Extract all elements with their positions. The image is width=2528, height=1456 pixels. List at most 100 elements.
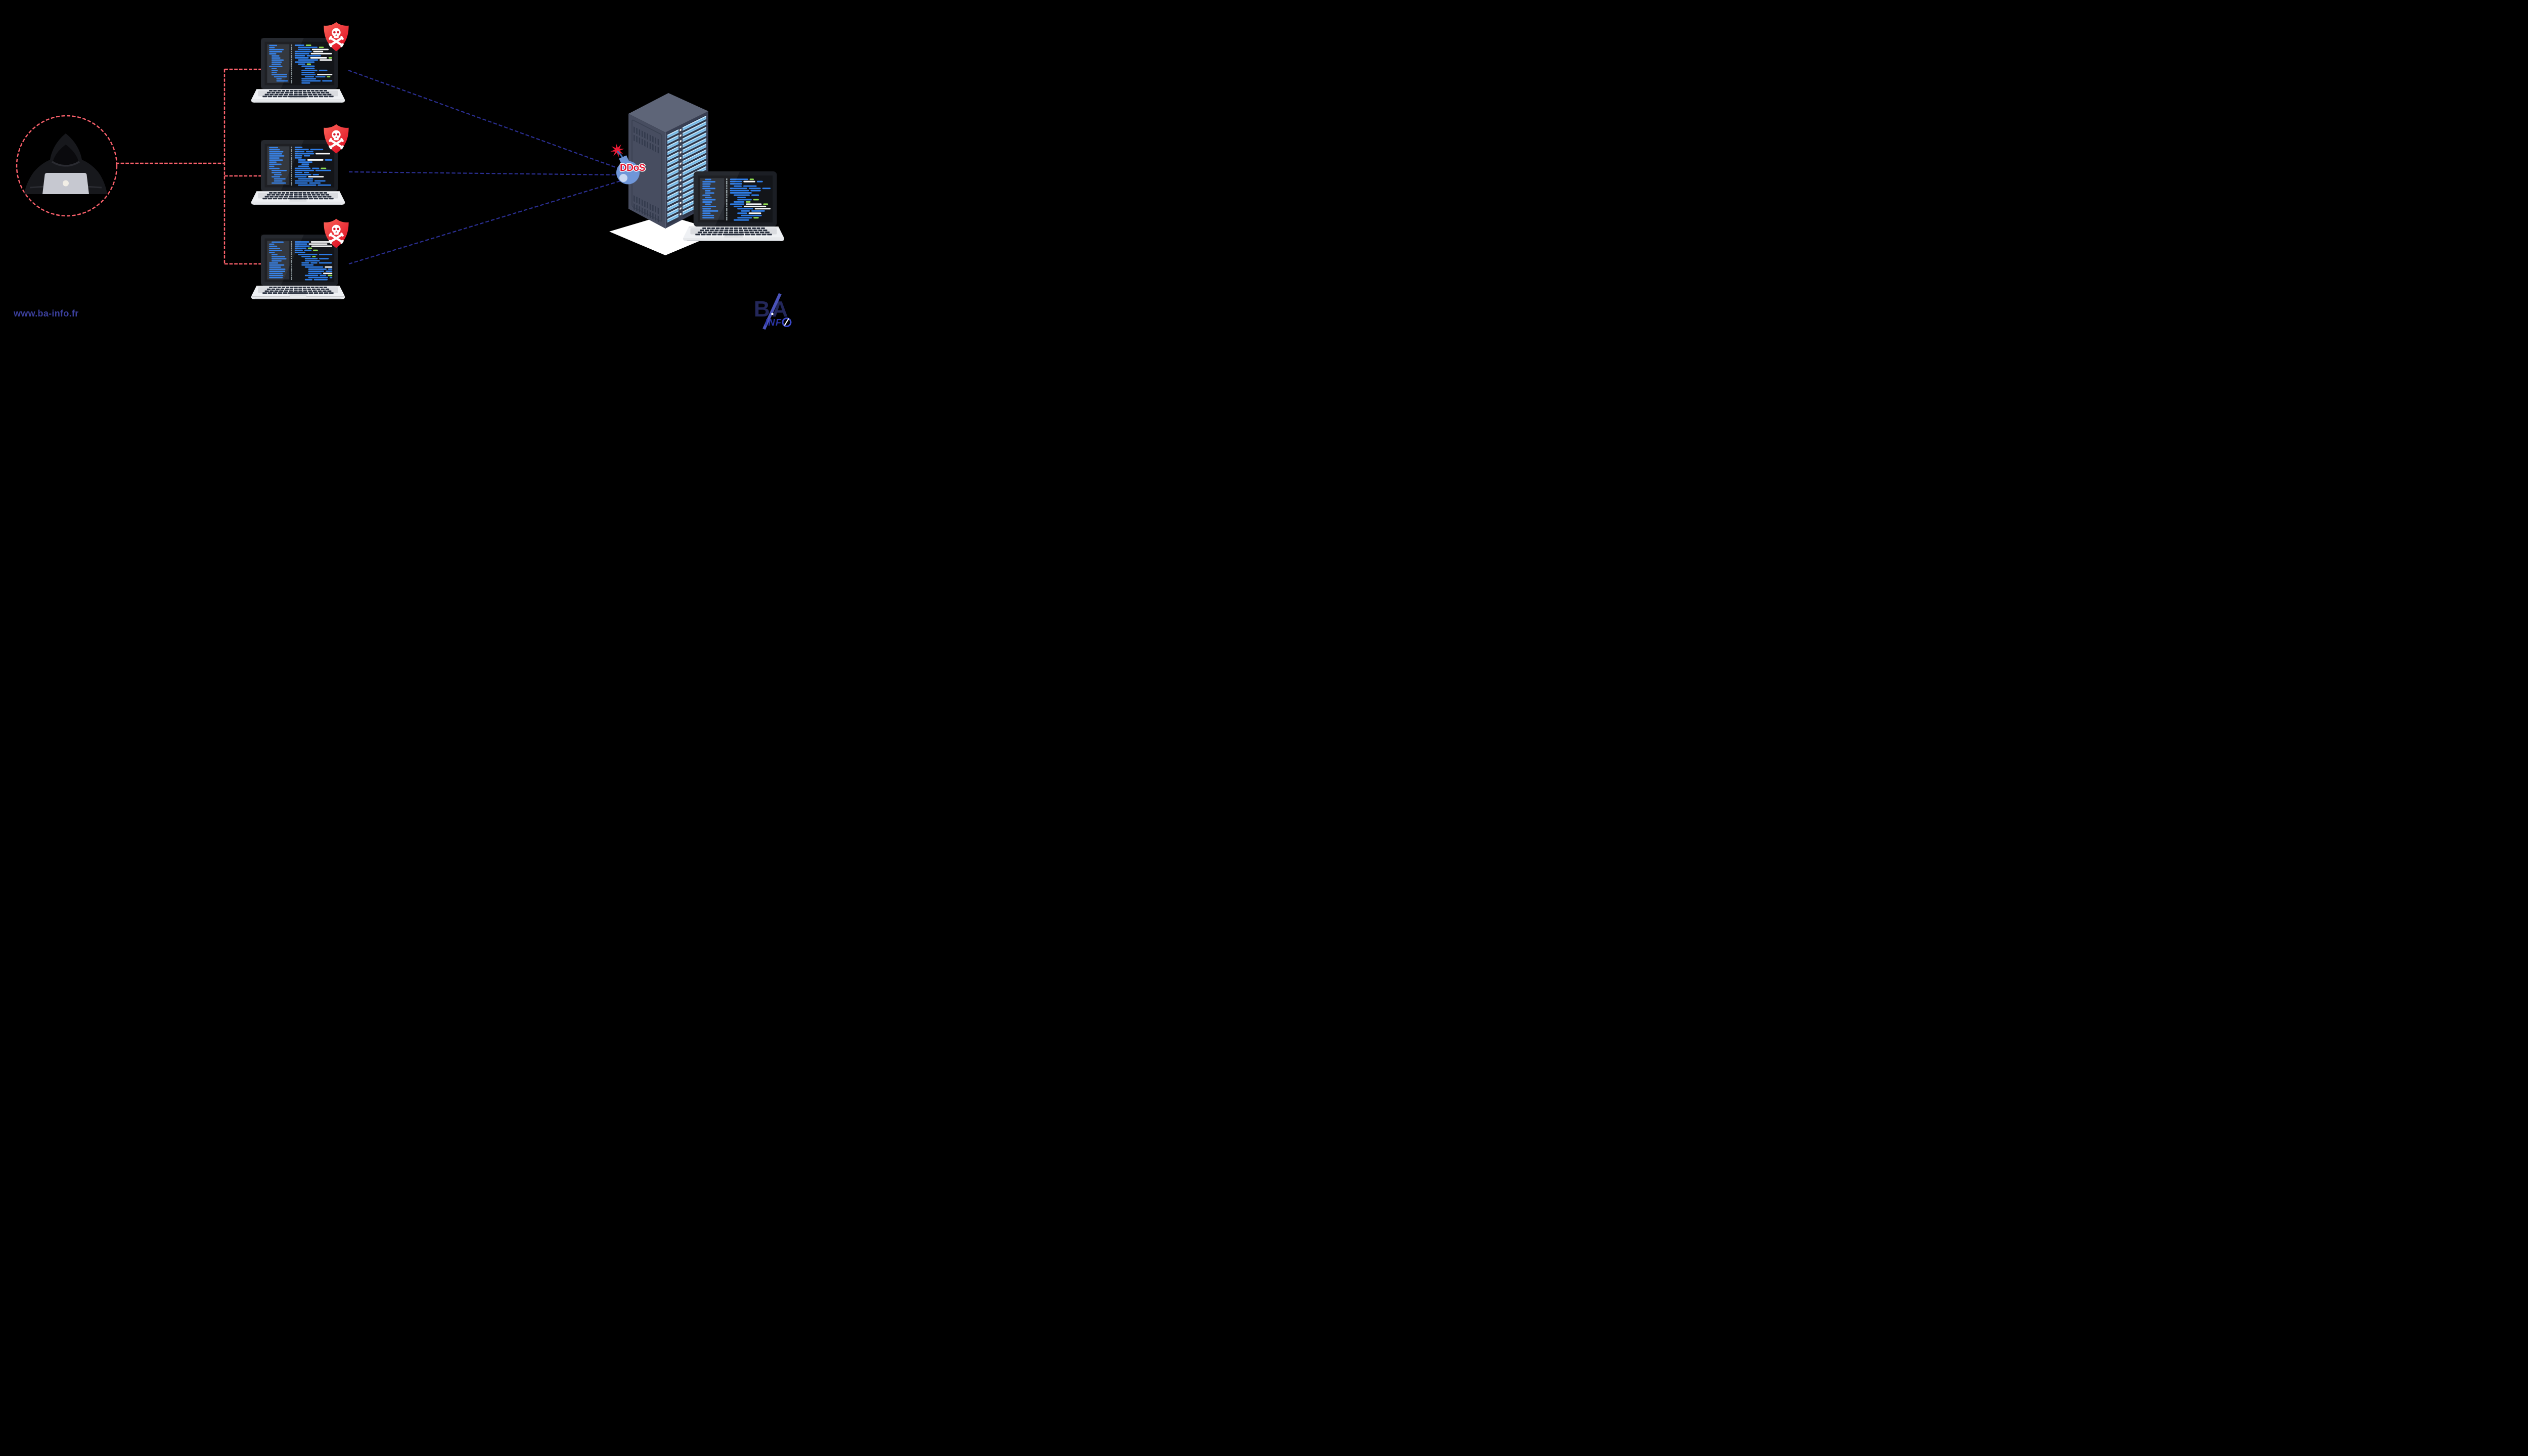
key — [313, 292, 319, 294]
key — [306, 89, 310, 92]
key — [319, 96, 324, 98]
key — [695, 234, 700, 236]
logo-o-gleam — [784, 318, 789, 326]
line-number — [291, 55, 293, 57]
key — [734, 228, 738, 230]
line-number — [726, 190, 728, 192]
speaker-grille-left — [690, 228, 703, 235]
key — [298, 290, 303, 292]
line-number-gutter — [291, 241, 293, 281]
key — [289, 94, 293, 96]
code-line — [271, 260, 282, 262]
attack-link-1 — [348, 69, 620, 170]
vent-slit — [641, 199, 643, 206]
line-number — [291, 255, 293, 257]
code-line — [269, 250, 282, 251]
key — [724, 230, 729, 232]
key — [303, 194, 307, 196]
deck-hinge-line — [256, 89, 340, 90]
code-line — [269, 243, 275, 245]
code-line — [702, 185, 710, 187]
code-line — [294, 51, 312, 53]
ddos-attack-diagram: DDoS www.ba-info.fr BA INF — [0, 0, 793, 330]
spacebar-key — [290, 292, 306, 294]
code-line — [702, 199, 716, 201]
code-line — [315, 153, 330, 155]
key — [700, 230, 704, 232]
code-line — [751, 210, 765, 212]
code-line — [274, 178, 286, 180]
key — [312, 196, 317, 198]
code-line — [271, 172, 282, 173]
speaker-grille-right — [327, 287, 338, 293]
key — [278, 198, 283, 200]
line-number — [726, 194, 728, 196]
code-line — [269, 266, 281, 268]
code-line — [319, 69, 328, 71]
vent-grilles — [634, 126, 659, 222]
code-line — [705, 190, 711, 192]
laptop-code-icon — [251, 140, 345, 205]
line-number — [726, 201, 728, 203]
screen-sheen — [260, 38, 304, 89]
code-line — [323, 272, 333, 275]
code-line — [269, 165, 275, 167]
vent-slit — [636, 127, 638, 135]
rack-unit — [667, 155, 706, 178]
key — [286, 89, 290, 92]
key — [267, 96, 273, 98]
code-line — [269, 65, 283, 67]
line-number — [291, 175, 293, 177]
vent-slit — [649, 211, 651, 218]
code-line — [301, 65, 315, 67]
key — [748, 230, 753, 232]
code-line — [301, 262, 309, 264]
code-line — [294, 169, 314, 171]
key — [290, 89, 294, 92]
skull-crossbones-shield-icon — [324, 218, 349, 248]
rack-unit-stripe — [667, 138, 706, 158]
key — [294, 89, 298, 92]
key — [308, 292, 313, 294]
hood-face — [53, 145, 78, 167]
line-number — [291, 277, 293, 279]
code-line — [730, 192, 752, 194]
code-line — [762, 188, 771, 190]
trackpad — [289, 294, 307, 297]
vent-slit — [655, 214, 656, 221]
vent-slit — [641, 139, 643, 146]
code-line — [269, 159, 283, 161]
key — [289, 194, 293, 196]
website-watermark: www.ba-info.fr — [14, 308, 79, 318]
key — [306, 286, 310, 288]
code-line — [271, 63, 281, 65]
key — [322, 94, 327, 96]
line-number — [726, 210, 728, 212]
vent-slit — [647, 210, 648, 217]
line-number — [291, 165, 293, 167]
line-number — [291, 82, 293, 84]
sidebar-code — [269, 147, 287, 184]
code-line — [298, 63, 305, 65]
line-number — [291, 71, 293, 74]
line-number — [291, 57, 293, 59]
line-number — [726, 212, 728, 214]
line-number — [291, 241, 293, 243]
code-line — [702, 201, 712, 203]
line-number — [291, 80, 293, 82]
code-line — [269, 51, 283, 53]
key — [739, 230, 743, 232]
vent-slit — [636, 135, 638, 143]
code-line — [746, 203, 762, 205]
key — [262, 96, 267, 98]
code-line — [301, 264, 314, 266]
key — [298, 192, 302, 194]
code-line — [269, 262, 279, 264]
key — [271, 194, 276, 196]
key — [319, 198, 324, 200]
key — [289, 92, 293, 94]
code-line — [730, 203, 745, 205]
key — [318, 94, 322, 96]
laptop-base-shadow — [254, 204, 342, 205]
line-number — [291, 163, 293, 165]
